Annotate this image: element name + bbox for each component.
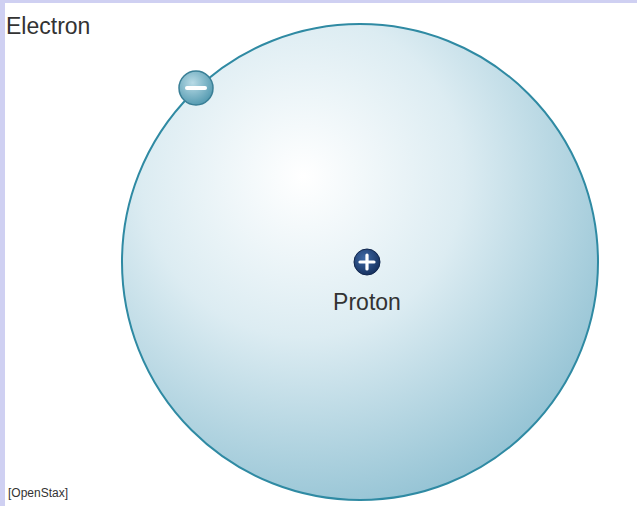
proton-symbol: [354, 249, 380, 275]
edge-strip: [0, 0, 5, 506]
edge-strip: [0, 0, 637, 3]
particle-label: Proton: [333, 289, 401, 316]
source-credit: [OpenStax]: [8, 486, 68, 500]
electron-shell: [122, 24, 598, 500]
particle-label: Electron: [6, 13, 90, 40]
electron-symbol: [179, 71, 213, 105]
